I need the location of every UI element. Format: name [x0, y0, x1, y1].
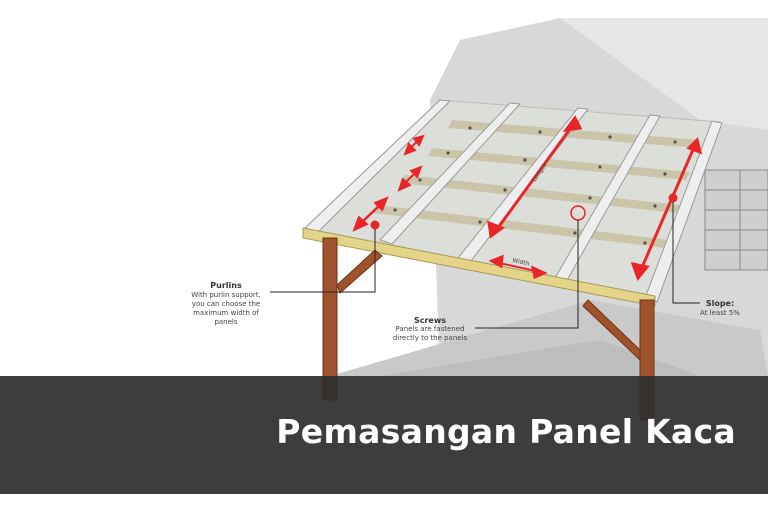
leader-lines: [270, 202, 700, 329]
wall-siding: [704, 169, 768, 271]
slope-label-title: Slope:: [705, 299, 735, 308]
length-arrow: [493, 121, 577, 233]
slope-marker: [668, 193, 678, 203]
width-label: Width: [512, 257, 531, 268]
slope-label-desc: At least 5%: [700, 309, 740, 317]
purlins-label-desc: With purlin support, you can choose the …: [191, 291, 261, 326]
screws-label-title: Screws: [413, 316, 447, 325]
title-banner: Pemasangan Panel Kaca: [0, 376, 768, 494]
ground-shadow: [330, 300, 768, 376]
slope-arrow: [638, 144, 697, 273]
screw-dots: [393, 126, 677, 245]
dimension-arrows: [352, 115, 703, 282]
house-wall-shadow: [560, 18, 768, 130]
bottom-strip: [0, 494, 768, 513]
screws-label-desc: Panels are fastened directly to the pane…: [392, 325, 468, 342]
purlins-label-title: Purlins: [210, 281, 242, 290]
purlin-marker: [370, 220, 380, 230]
banner-title: Pemasangan Panel Kaca: [276, 412, 736, 451]
timber-braces: [336, 249, 641, 362]
ground-shadow-2: [380, 340, 700, 376]
